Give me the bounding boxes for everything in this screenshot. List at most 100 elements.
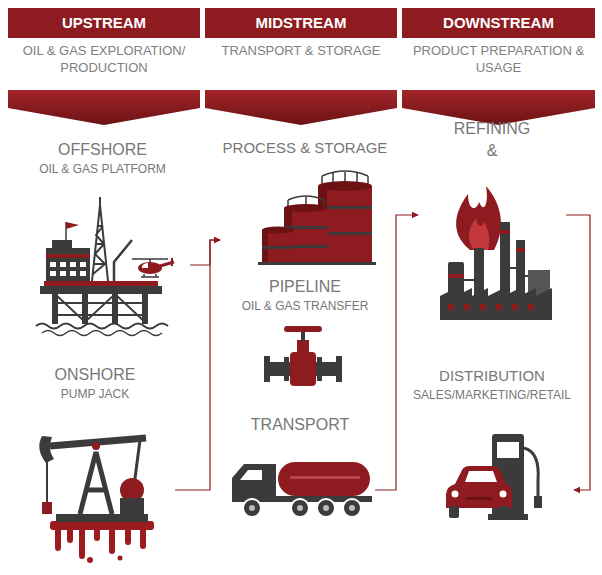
- tanker-truck-icon: [249, 505, 255, 511]
- offshore-platform-icon: [66, 222, 79, 229]
- pump-jack-icon: [118, 556, 123, 561]
- pipeline-valve-icon: [284, 326, 322, 332]
- fuel-pump-car-icon: [499, 506, 509, 518]
- offshore-platform-icon: [50, 262, 56, 267]
- step-heading: OFFSHORE: [15, 140, 190, 159]
- pipeline-valve-icon: [264, 326, 342, 386]
- tanker-truck-icon: [278, 462, 370, 496]
- refinery-icon: [480, 304, 486, 310]
- stage-group: ONSHOREPUMP JACK: [15, 365, 175, 560]
- fuel-pump-car-icon: [446, 466, 512, 508]
- offshore-platform-icon: [40, 286, 162, 294]
- flow-connector: [566, 215, 590, 490]
- offshore-platform-icon: [52, 240, 72, 248]
- stage-subtitle: PRODUCT PREPARATION & USAGE: [402, 42, 595, 76]
- refinery-icon: [464, 268, 528, 280]
- pipeline-valve-icon: [301, 331, 305, 341]
- refinery-icon: [528, 304, 534, 310]
- pump-jack-icon: [56, 514, 148, 522]
- offshore-platform-icon: [55, 294, 145, 322]
- chevron-band: [205, 90, 397, 125]
- step-heading: TRANSPORT: [225, 415, 375, 434]
- step-subtitle: OIL & GAS PLATFORM: [15, 162, 190, 177]
- offshore-platform-icon: [46, 248, 90, 281]
- offshore-platform-icon: [112, 294, 118, 324]
- tanker-truck-icon: [349, 505, 355, 511]
- step-heading: PROCESS & STORAGE: [220, 138, 390, 157]
- flow-connector: [375, 215, 418, 490]
- storage-tanks-icon: [318, 181, 372, 191]
- pipeline-valve-icon: [290, 352, 316, 386]
- fuel-pump-car-icon: [449, 506, 459, 518]
- offshore-platform-icon: [99, 197, 101, 205]
- offshore-platform-icon: [46, 254, 90, 258]
- pipeline-valve-icon: [264, 356, 270, 382]
- offshore-platform-icon: [171, 258, 173, 266]
- tanker-truck-icon: [317, 499, 335, 517]
- pump-jack-icon: [92, 442, 100, 450]
- chevron-band: [8, 90, 200, 125]
- step-heading: ONSHORE: [15, 365, 175, 384]
- offshore-platform-icon: [36, 324, 168, 329]
- storage-tanks-icon: [262, 227, 294, 234]
- step-heading: DISTRIBUTION: [410, 366, 574, 385]
- fuel-pump-car-icon: [500, 491, 507, 498]
- storage-tanks-icon: [258, 262, 376, 265]
- fuel-pump-car-icon: [446, 434, 542, 520]
- stage-subtitle: OIL & GAS EXPLORATION/ PRODUCTION: [8, 42, 200, 76]
- tanker-truck-icon: [232, 464, 276, 500]
- pipeline-valve-icon: [297, 340, 309, 352]
- pump-jack-icon: [120, 498, 144, 514]
- fuel-pump-car-icon: [497, 442, 519, 458]
- pump-jack-icon: [87, 557, 93, 563]
- refinery-icon: [448, 304, 454, 310]
- refinery-icon: [440, 288, 552, 320]
- fuel-pump-car-icon: [524, 448, 538, 498]
- step-heading: PIPELINE: [225, 277, 385, 296]
- refinery-icon: [440, 186, 552, 320]
- offshore-platform-icon: [80, 271, 86, 276]
- offshore-platform-icon: [52, 294, 58, 324]
- pump-jack-icon: [39, 436, 54, 463]
- tanker-truck-icon: [297, 505, 303, 511]
- refinery-icon: [496, 304, 502, 310]
- chevron-bands: [8, 90, 595, 125]
- refinery-icon: [456, 186, 501, 250]
- offshore-platform-icon: [60, 271, 66, 276]
- storage-tanks-icon: [258, 171, 376, 265]
- refinery-icon: [464, 304, 470, 310]
- chevron-band: [402, 90, 595, 125]
- offshore-platform-icon: [42, 331, 162, 336]
- stage-group: PIPELINE OIL & GAS TRANSFER: [225, 277, 385, 392]
- offshore-platform-icon: [36, 197, 174, 336]
- fuel-pump-car-icon: [466, 497, 492, 500]
- pipeline-valve-icon: [336, 356, 342, 382]
- stage-band: DOWNSTREAMPRODUCT PREPARATION & USAGE: [402, 8, 595, 38]
- tanker-truck-icon: [291, 499, 309, 517]
- pipeline-valve-icon: [317, 357, 322, 381]
- stage-group: REFINING &: [418, 118, 566, 323]
- stage-group: TRANSPORT: [225, 415, 375, 525]
- step-subtitle: SALES/MARKETING/RETAIL: [410, 388, 574, 403]
- flow-connector: [190, 240, 220, 265]
- tanker-truck-icon: [243, 499, 261, 517]
- offshore-platform-icon: [60, 262, 66, 267]
- pipeline-valve-icon: [284, 357, 289, 381]
- pump-jack-icon: [46, 460, 48, 503]
- offshore-platform-icon: [80, 262, 86, 267]
- stage-band: UPSTREAMOIL & GAS EXPLORATION/ PRODUCTIO…: [8, 8, 200, 38]
- step-subtitle: OIL & GAS TRANSFER: [225, 299, 385, 314]
- tanker-truck-icon: [323, 505, 329, 511]
- fuel-pump-car-icon: [465, 471, 497, 482]
- offshore-platform-icon: [50, 271, 56, 276]
- offshore-platform-icon: [70, 271, 76, 276]
- stage-subtitle: TRANSPORT & STORAGE: [205, 42, 397, 59]
- stage-band: MIDSTREAMTRANSPORT & STORAGE: [205, 8, 397, 38]
- offshore-platform-icon: [142, 263, 148, 268]
- pump-jack-icon: [50, 521, 154, 530]
- offshore-platform-icon: [114, 240, 132, 281]
- pump-jack-icon: [39, 436, 154, 563]
- stage-heading: MIDSTREAM: [256, 14, 347, 32]
